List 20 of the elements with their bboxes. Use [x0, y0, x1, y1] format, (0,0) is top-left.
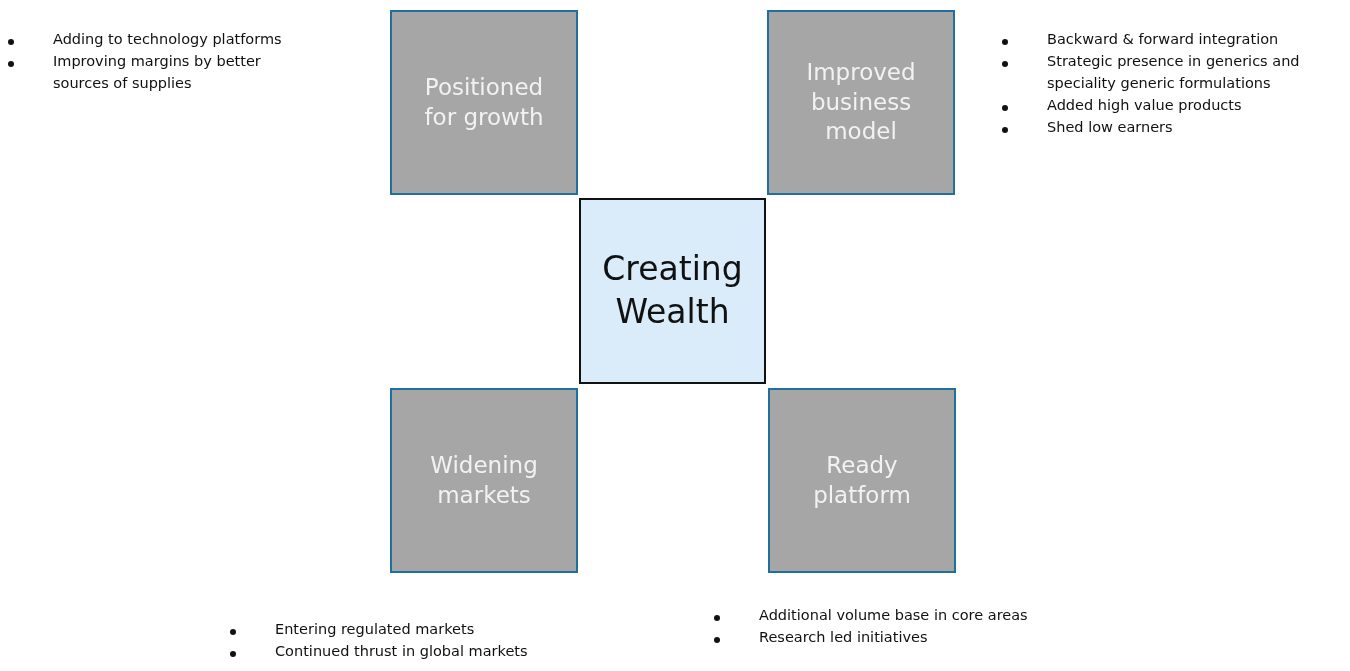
- bullet-item: Improving margins by better sources of supplies: [6, 50, 306, 94]
- bullet-item: Shed low earners: [1000, 116, 1345, 138]
- center-box: [579, 198, 766, 384]
- bullet-item: Strategic presence in generics and speciality generic formulations: [1000, 50, 1345, 94]
- box-label: Improved business model: [805, 57, 917, 147]
- bullet-item: Added high value products: [1000, 94, 1345, 116]
- bullet-item: Continued thrust in global markets: [228, 640, 588, 662]
- bullet-item: Additional volume base in core areas: [712, 604, 1092, 626]
- box-label: Widening markets: [429, 450, 539, 510]
- box-label: Ready platform: [812, 450, 912, 510]
- concept-box: [768, 388, 956, 573]
- bullet-item: Entering regulated markets: [228, 618, 588, 640]
- bullet-item: Adding to technology platforms: [6, 28, 306, 50]
- box-label: Creating Wealth: [601, 248, 744, 333]
- concept-box: [767, 10, 955, 195]
- bullet-item: Backward & forward integration: [1000, 28, 1345, 50]
- box-label: Positioned for growth: [423, 72, 545, 132]
- concept-box: [390, 10, 578, 195]
- bullet-item: Research led initiatives: [712, 626, 1092, 648]
- concept-box: [390, 388, 578, 573]
